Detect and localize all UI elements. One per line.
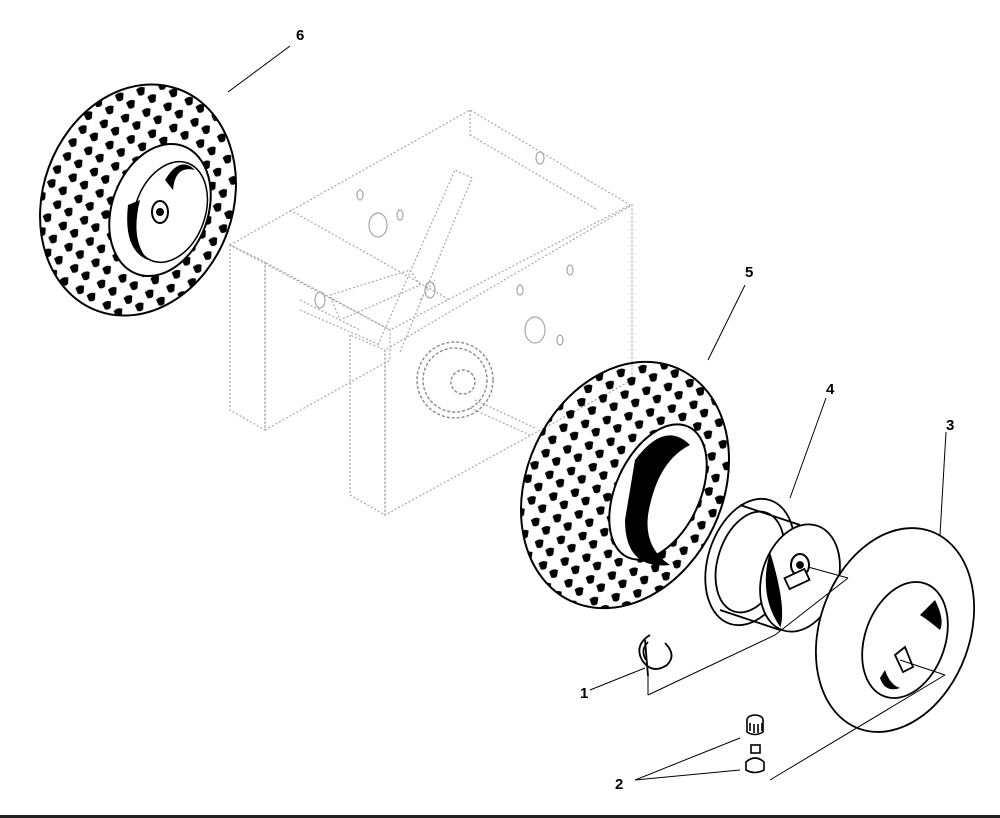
wheel-5-tire [520, 360, 730, 610]
frame-housing [228, 109, 633, 517]
callout-5: 5 [745, 264, 754, 281]
rim-4 [704, 497, 841, 633]
wheel-6-tire [39, 83, 237, 317]
callout-2: 2 [615, 776, 624, 793]
frame-holes [314, 151, 574, 346]
valve-cap-2 [745, 714, 765, 774]
linch-pin-1 [638, 634, 673, 677]
bottom-divider [0, 815, 1000, 818]
leader-lines [227, 45, 947, 781]
callout-3: 3 [946, 417, 955, 434]
callout-6: 6 [296, 27, 305, 44]
callout-1: 1 [580, 685, 589, 702]
callout-4: 4 [826, 381, 835, 398]
sprocket [416, 341, 494, 419]
